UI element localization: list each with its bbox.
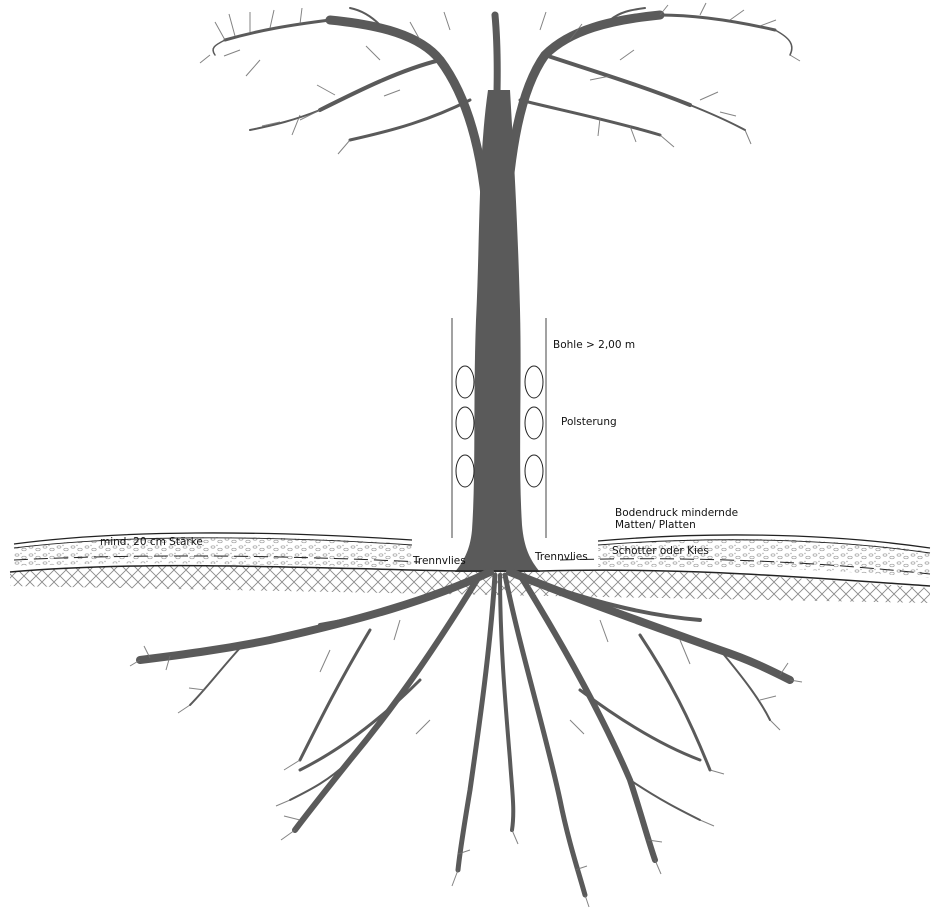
tree-roots	[140, 572, 790, 895]
padding-oval	[456, 455, 474, 487]
tree-root-fibres	[130, 620, 802, 907]
gravel-label: Schotter oder Kies	[612, 545, 709, 557]
thickness-label: mind. 20 cm Stärke	[100, 536, 203, 548]
padding-oval	[525, 455, 543, 487]
tree-trunk	[455, 90, 540, 572]
mats-label-line2: Matten/ Platten	[615, 519, 696, 531]
fleece-label-left: Trennvlies	[412, 555, 466, 567]
fleece-label-right: Trennvlies	[534, 551, 588, 563]
padding-oval	[525, 407, 543, 439]
mats-label-line1: Bodendruck mindernde	[615, 507, 738, 519]
padding-oval	[525, 366, 543, 398]
padding-oval	[456, 407, 474, 439]
padding-label: Polsterung	[561, 416, 617, 428]
padding-oval	[456, 366, 474, 398]
plank-length-label: Bohle > 2,00 m	[553, 339, 635, 351]
